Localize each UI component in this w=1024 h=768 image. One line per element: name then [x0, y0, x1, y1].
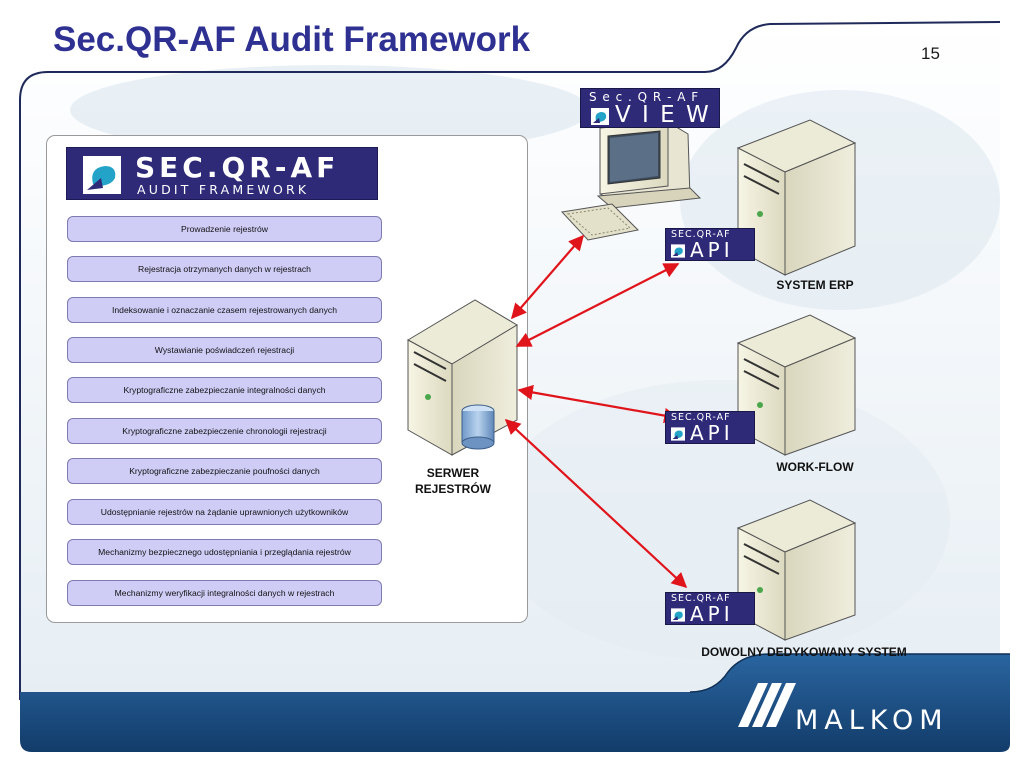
logo-subtitle: AUDIT FRAMEWORK — [137, 182, 310, 197]
api-mark-icon — [671, 608, 685, 622]
secqraf-mark-icon — [83, 156, 121, 194]
api-badge-big: API — [690, 238, 734, 262]
feature-item: Prowadzenie rejestrów — [67, 216, 382, 242]
secqraf-view-badge: S e c . Q R - A F V I E W — [580, 88, 720, 128]
server-label-line2: REJESTRÓW — [414, 482, 491, 496]
feature-item: Indeksowanie i oznaczanie czasem rejestr… — [67, 297, 382, 323]
malkom-logo-icon — [738, 683, 796, 727]
feature-item: Kryptograficzne zabezpieczanie poufności… — [67, 458, 382, 484]
connection-arrows — [504, 234, 688, 589]
workstation-icon — [560, 121, 702, 241]
feature-item: Udostępnianie rejestrów na żądanie upraw… — [67, 499, 382, 525]
feature-item: Mechanizmy bezpiecznego udostępniania i … — [67, 539, 382, 565]
view-badge-big: V I E W — [615, 102, 711, 128]
api-badge-big: API — [690, 602, 734, 626]
malkom-wordmark: MALKOM — [795, 705, 949, 736]
api-badge-top: SEC.QR-AF — [671, 593, 731, 604]
slide-title: Sec.QR-AF Audit Framework — [53, 20, 531, 59]
logo-brand: SEC.QR-AF — [135, 151, 340, 184]
api-badge-big: API — [690, 421, 734, 445]
api-badge-workflow: SEC.QR-AF API — [665, 411, 755, 445]
server-icon — [406, 299, 518, 456]
secqraf-logo: SEC.QR-AF AUDIT FRAMEWORK — [66, 147, 378, 200]
tower-server-workflow-icon — [736, 314, 857, 456]
feature-item: Wystawianie poświadczeń rejestracji — [67, 337, 382, 363]
view-mark-icon — [591, 108, 609, 125]
feature-item: Mechanizmy weryfikacji integralności dan… — [67, 580, 382, 606]
view-badge-top: S e c . Q R - A F — [589, 90, 700, 104]
page-number: 15 — [921, 44, 940, 63]
feature-item: Kryptograficzne zabezpieczanie integraln… — [67, 377, 382, 403]
api-badge-top: SEC.QR-AF — [671, 229, 731, 240]
api-badge-dedicated: SEC.QR-AF API — [665, 592, 755, 626]
tower-server-erp-icon — [736, 119, 857, 276]
tower-server-dedicated-icon — [736, 499, 857, 641]
feature-item: Kryptograficzne zabezpieczenie chronolog… — [67, 418, 382, 444]
dedicated-system-label: DOWOLNY DEDYKOWANY SYSTEM — [701, 645, 907, 659]
api-badge-top: SEC.QR-AF — [671, 412, 731, 423]
work-flow-label: WORK-FLOW — [776, 460, 854, 474]
system-erp-label: SYSTEM ERP — [776, 278, 854, 292]
server-label-line1: SERWER — [426, 466, 480, 480]
api-mark-icon — [671, 427, 685, 441]
feature-item: Rejestracja otrzymanych danych w rejestr… — [67, 256, 382, 282]
api-badge-erp: SEC.QR-AF API — [665, 228, 755, 262]
api-mark-icon — [671, 244, 685, 258]
